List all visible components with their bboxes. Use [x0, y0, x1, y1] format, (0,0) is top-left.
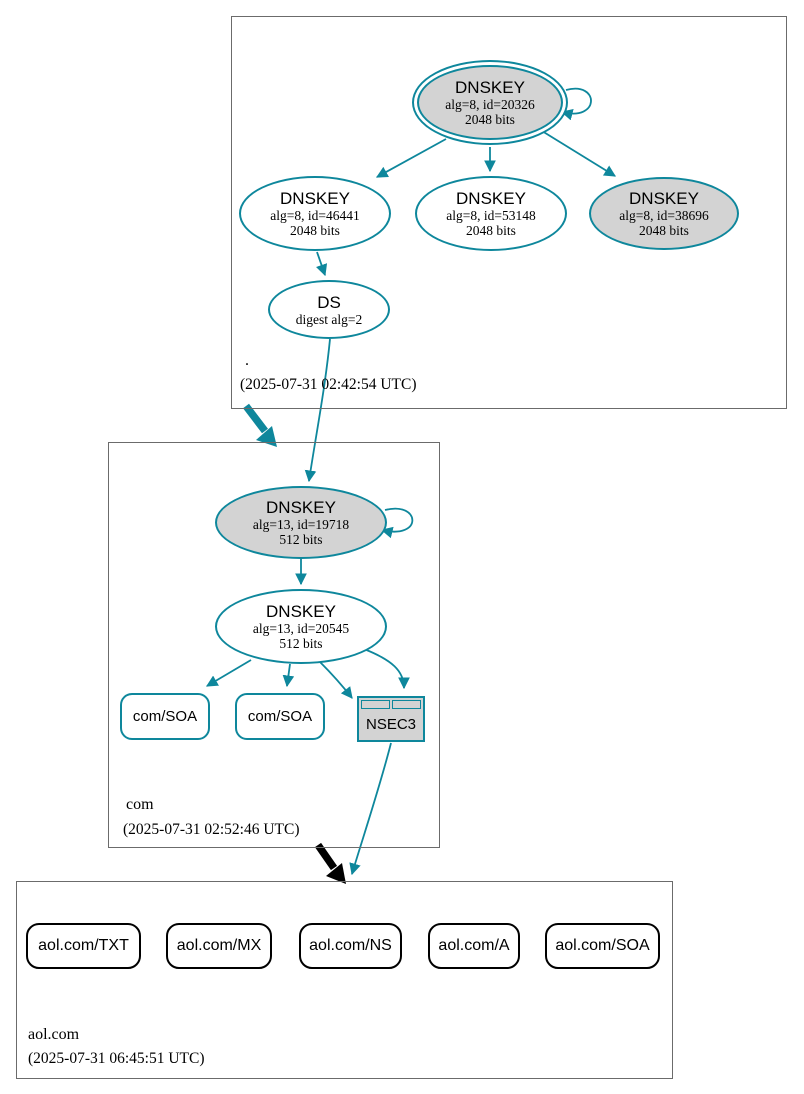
- dnskey-title: DNSKEY: [456, 189, 526, 208]
- dnskey-detail: 512 bits: [279, 532, 323, 547]
- node-com-soa-right[interactable]: com/SOA: [235, 693, 325, 740]
- node-dnskey-38696[interactable]: DNSKEY alg=8, id=38696 2048 bits: [589, 177, 739, 250]
- dnskey-detail: 512 bits: [279, 636, 323, 651]
- node-dnskey-20545[interactable]: DNSKEY alg=13, id=20545 512 bits: [215, 589, 387, 664]
- dnskey-detail: 2048 bits: [465, 112, 515, 127]
- node-nsec3[interactable]: NSEC3: [357, 696, 425, 742]
- dnskey-detail: alg=8, id=38696: [619, 208, 709, 223]
- zone-timestamp-com: (2025-07-31 02:52:46 UTC): [123, 821, 300, 838]
- zone-label-aol: aol.com: [28, 1026, 80, 1043]
- node-aol-ns[interactable]: aol.com/NS: [299, 923, 402, 969]
- zone-label-root: .: [245, 352, 249, 369]
- dnskey-detail: 2048 bits: [466, 223, 516, 238]
- dnskey-detail: 2048 bits: [639, 223, 689, 238]
- dnskey-detail: alg=8, id=20326: [445, 97, 535, 112]
- dnskey-title: DNSKEY: [629, 189, 699, 208]
- ds-title: DS: [317, 292, 341, 312]
- node-dnskey-20326-inner: DNSKEY alg=8, id=20326 2048 bits: [417, 65, 563, 140]
- node-dnskey-20326[interactable]: DNSKEY alg=8, id=20326 2048 bits: [412, 60, 568, 145]
- ds-detail: digest alg=2: [295, 311, 363, 327]
- dnskey-detail: alg=13, id=20545: [252, 621, 350, 636]
- node-ds[interactable]: DS digest alg=2: [268, 280, 390, 339]
- dnskey-title: DNSKEY: [455, 78, 525, 97]
- node-aol-txt[interactable]: aol.com/TXT: [26, 923, 141, 969]
- zone-timestamp-root: (2025-07-31 02:42:54 UTC): [240, 376, 417, 393]
- nsec3-rr-cells: [359, 698, 423, 709]
- nsec3-rr-cell: [392, 700, 421, 709]
- soa-label: com/SOA: [247, 708, 313, 725]
- node-com-soa-left[interactable]: com/SOA: [120, 693, 210, 740]
- node-dnskey-46441[interactable]: DNSKEY alg=8, id=46441 2048 bits: [239, 176, 391, 251]
- zone-timestamp-aol: (2025-07-31 06:45:51 UTC): [28, 1050, 205, 1067]
- node-dnskey-19718[interactable]: DNSKEY alg=13, id=19718 512 bits: [215, 486, 387, 559]
- node-dnskey-53148[interactable]: DNSKEY alg=8, id=53148 2048 bits: [415, 176, 567, 251]
- zone-box-com: [108, 442, 440, 848]
- rrset-label: aol.com/NS: [309, 937, 392, 954]
- nsec3-label: NSEC3: [365, 716, 417, 733]
- rrset-label: aol.com/TXT: [38, 937, 129, 954]
- delegation-root-to-com-shaft: [243, 403, 268, 434]
- node-aol-mx[interactable]: aol.com/MX: [166, 923, 272, 969]
- dnskey-detail: 2048 bits: [290, 223, 340, 238]
- dnskey-title: DNSKEY: [266, 602, 336, 621]
- dnskey-detail: alg=8, id=53148: [446, 208, 536, 223]
- soa-label: com/SOA: [132, 708, 198, 725]
- zone-box-aol: [16, 881, 673, 1079]
- node-aol-soa[interactable]: aol.com/SOA: [545, 923, 660, 969]
- dnskey-title: DNSKEY: [266, 498, 336, 517]
- node-aol-a[interactable]: aol.com/A: [428, 923, 520, 969]
- zone-label-com: com: [126, 796, 154, 813]
- delegation-com-to-aol-shaft: [314, 842, 338, 871]
- rrset-label: aol.com/SOA: [555, 937, 650, 954]
- dnskey-title: DNSKEY: [280, 189, 350, 208]
- zone-box-root: [231, 16, 787, 409]
- dnskey-detail: alg=8, id=46441: [270, 208, 360, 223]
- dnskey-detail: alg=13, id=19718: [252, 517, 350, 532]
- rrset-label: aol.com/A: [438, 937, 510, 954]
- nsec3-rr-cell: [361, 700, 390, 709]
- rrset-label: aol.com/MX: [176, 937, 262, 954]
